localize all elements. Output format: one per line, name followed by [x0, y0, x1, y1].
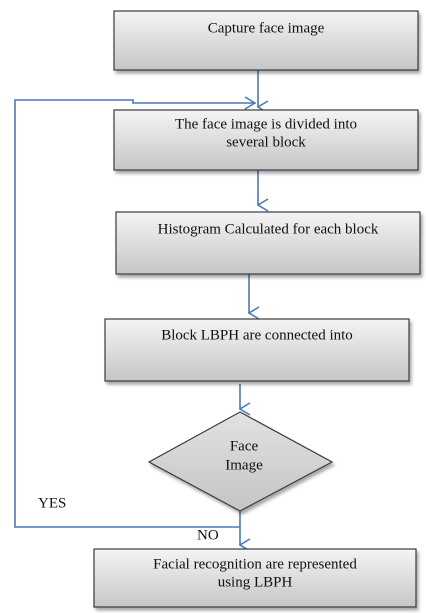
step-box — [93, 548, 417, 608]
decision-label-line-2: Image — [225, 457, 263, 473]
step-capture-face: Capture face image — [113, 10, 419, 71]
step-label: Capture face image — [208, 20, 325, 36]
step-label: Block LBPH are connected into — [161, 327, 353, 343]
loop-yes-line — [14, 100, 255, 528]
step-box — [113, 109, 419, 171]
no-label: NO — [197, 527, 219, 543]
step-box — [113, 10, 419, 71]
step-box — [104, 318, 410, 382]
step-box — [115, 211, 421, 275]
connectors — [14, 70, 258, 545]
step-label: Histogram Calculated for each block — [158, 221, 379, 237]
step-connect-lbph: Block LBPH are connected into — [104, 318, 410, 382]
decision-label-line-1: Face — [230, 438, 259, 454]
step-divide-blocks: The face image is divided into several b… — [113, 109, 419, 171]
step-facial-recognition: Facial recognition are represented using… — [93, 548, 417, 608]
step-label-line-1: Facial recognition are represented — [153, 556, 357, 572]
decision-diamond — [147, 411, 334, 512]
yes-label: YES — [38, 495, 66, 511]
step-label-line-2: several block — [226, 134, 306, 150]
step-histogram: Histogram Calculated for each block — [115, 211, 421, 275]
decision-face-image: Face Image — [147, 411, 334, 512]
step-label-line-2: using LBPH — [218, 574, 293, 590]
step-label-line-1: The face image is divided into — [175, 116, 357, 132]
